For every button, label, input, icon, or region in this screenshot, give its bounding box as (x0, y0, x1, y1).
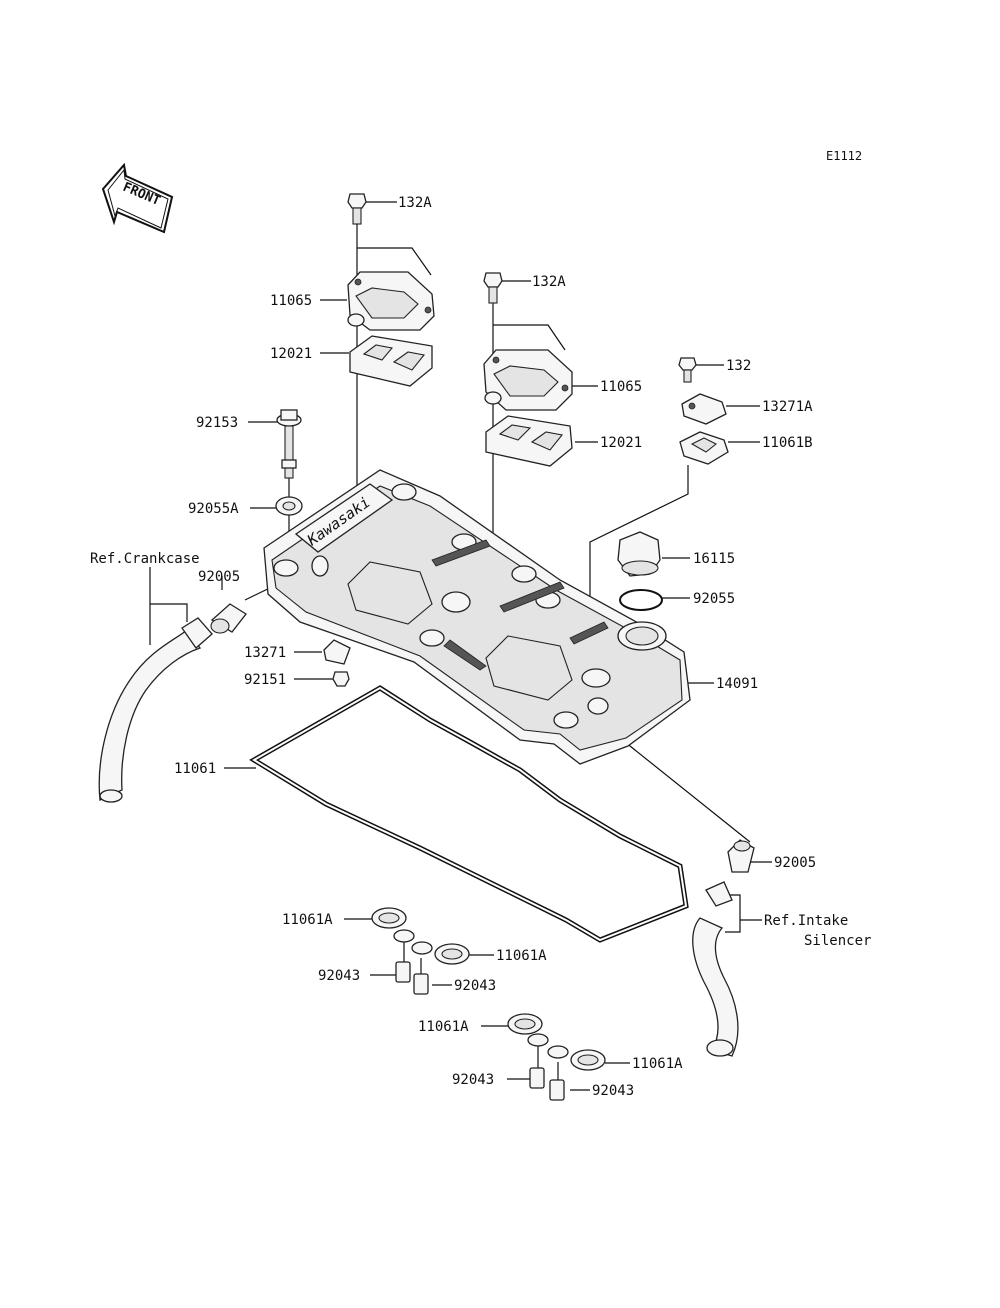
label-11061b: 11061B (762, 435, 813, 451)
label-92043-1: 92043 (318, 968, 360, 984)
breather-cover-11065-left (347, 271, 435, 331)
label-132a-mid: 132A (532, 274, 566, 290)
label-92055: 92055 (693, 591, 735, 607)
label-16115: 16115 (693, 551, 735, 567)
breather-cover-11065-right (483, 349, 573, 411)
label-92055a: 92055A (188, 501, 239, 517)
label-ref-intake: Ref.Intake (764, 913, 848, 929)
bolt-92151 (332, 671, 350, 687)
label-132: 132 (726, 358, 751, 374)
oil-filler-cap-16115 (617, 531, 661, 577)
fitting-92005-right (727, 839, 755, 873)
seal-group-1 (371, 907, 470, 995)
cylinder-head-cover-14091: Kawasaki (263, 469, 691, 765)
label-12021-left: 12021 (270, 346, 312, 362)
front-arrow-icon: FRONT (101, 162, 174, 234)
plate-13271a (681, 393, 727, 425)
label-11061a-4: 11061A (632, 1056, 683, 1072)
label-11061a-1: 11061A (282, 912, 333, 928)
intake-hose (692, 881, 739, 1057)
gasket-12021-right (485, 415, 573, 467)
crankcase-hose (98, 617, 213, 803)
label-92151: 92151 (244, 672, 286, 688)
label-ref-crankcase: Ref.Crankcase (90, 551, 200, 567)
gasket-11061b (679, 431, 729, 465)
bracket-13271 (323, 639, 351, 665)
label-92153: 92153 (196, 415, 238, 431)
label-13271a: 13271A (762, 399, 813, 415)
label-11065-right: 11065 (600, 379, 642, 395)
label-14091: 14091 (716, 676, 758, 692)
label-12021-right: 12021 (600, 435, 642, 451)
label-92043-2: 92043 (454, 978, 496, 994)
bolt-132 (678, 357, 697, 383)
label-92005-right: 92005 (774, 855, 816, 871)
label-11061: 11061 (174, 761, 216, 777)
washer-92055a (275, 496, 303, 516)
label-92043-3: 92043 (452, 1072, 494, 1088)
seal-group-2 (507, 1013, 606, 1101)
label-11065-left: 11065 (270, 293, 312, 309)
bolt-92153 (276, 409, 302, 479)
bolt-132a-top (347, 193, 367, 225)
label-13271: 13271 (244, 645, 286, 661)
label-11061a-3: 11061A (418, 1019, 469, 1035)
label-132a-top: 132A (398, 195, 432, 211)
label-11061a-2: 11061A (496, 948, 547, 964)
head-cover-gasket-11061 (249, 685, 689, 943)
gasket-12021-left (349, 335, 433, 387)
diagram-code: E1112 (826, 149, 862, 163)
label-ref-intake-silencer: Silencer (804, 933, 871, 949)
fitting-92005-left (210, 603, 247, 634)
o-ring-92055 (619, 589, 663, 611)
bolt-132a-mid (483, 272, 503, 304)
label-92005-left: 92005 (198, 569, 240, 585)
label-92043-4: 92043 (592, 1083, 634, 1099)
